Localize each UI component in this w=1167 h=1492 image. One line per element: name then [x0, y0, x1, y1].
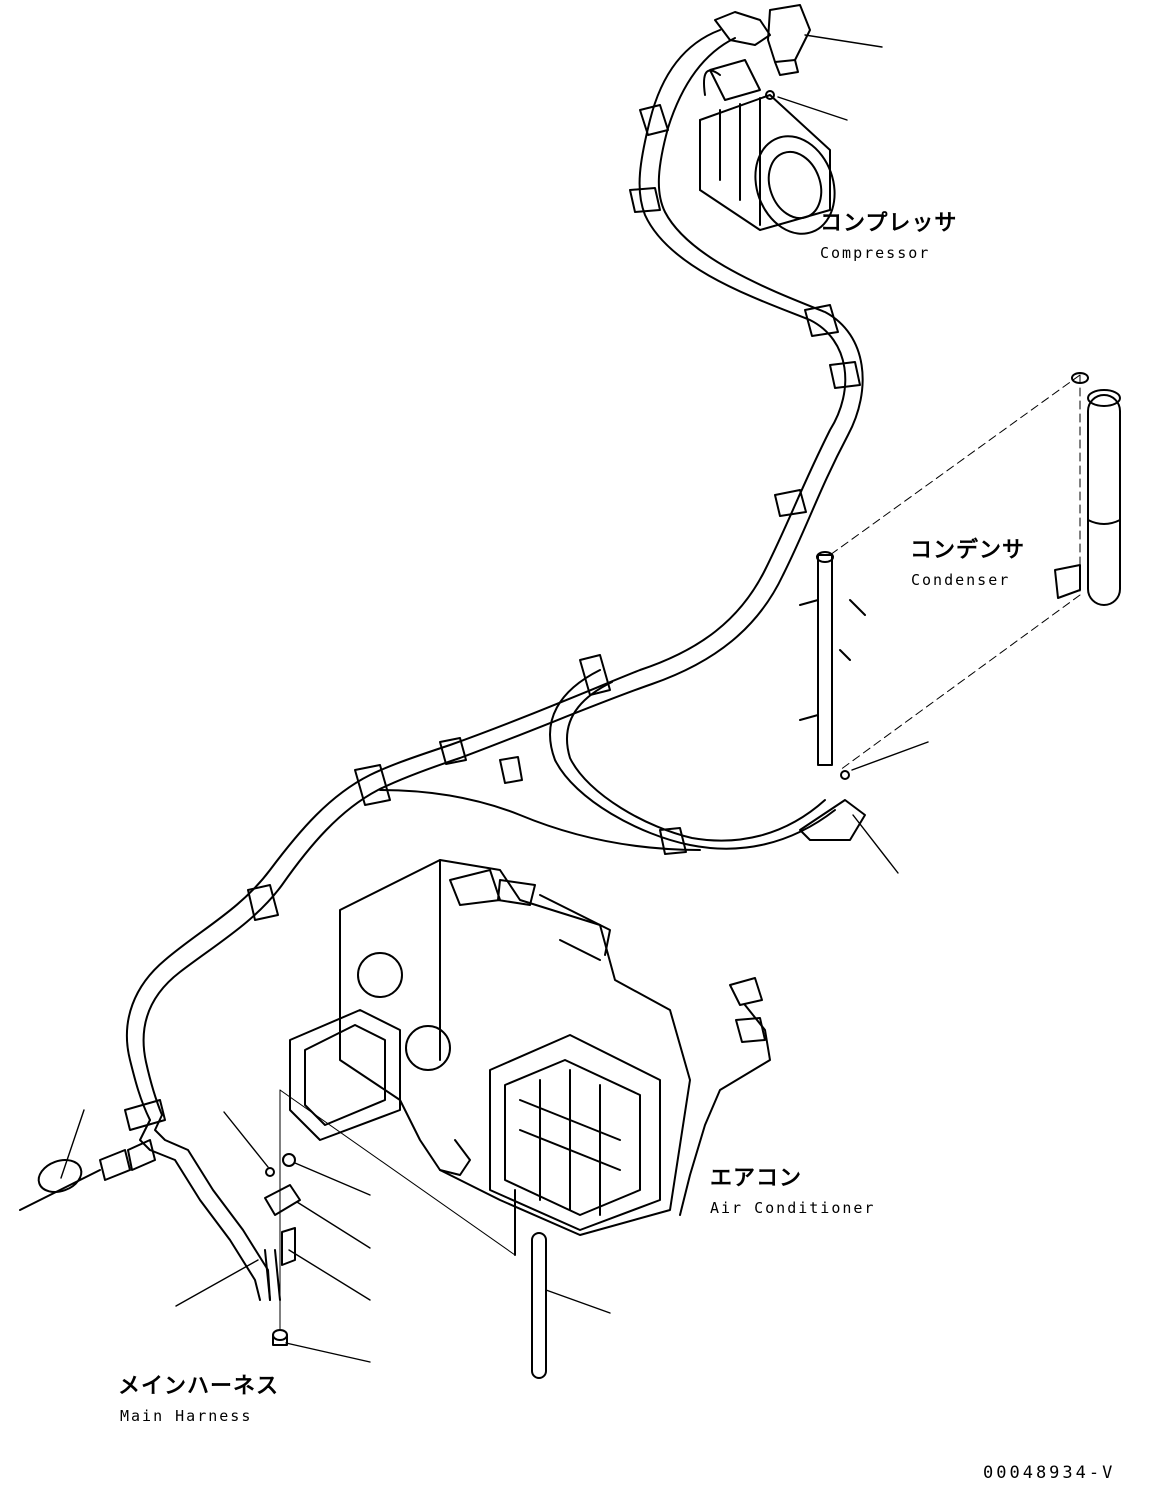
drawing-number: 00048934-V [983, 1463, 1116, 1483]
condenser-label-jp: コンデンサ [910, 538, 1026, 563]
air-conditioner-label-en: Air Conditioner [710, 1199, 876, 1217]
air-conditioner-unit [289, 859, 691, 1236]
small-parts [264, 1153, 301, 1346]
compressor-label-en: Compressor [820, 244, 931, 262]
condenser-connector [799, 770, 866, 841]
main-harness-lower [19, 1099, 271, 1301]
ac-side-connector [679, 977, 771, 1216]
compressor-hose-fitting [714, 4, 811, 100]
main-harness-label-en: Main Harness [120, 1407, 253, 1425]
harness-hose [125, 29, 864, 1121]
drain-hose [514, 1189, 547, 1379]
leader-lines [60, 34, 929, 1363]
main-harness-label-jp: メインハーネス [118, 1374, 280, 1399]
bracket-guide-lines [279, 1089, 516, 1331]
air-conditioner-label-jp: エアコン [710, 1166, 803, 1191]
condenser-illustration [799, 372, 1121, 771]
condenser-label-en: Condenser [911, 571, 1011, 589]
compressor-illustration [699, 59, 836, 235]
compressor-label-jp: コンプレッサ [820, 211, 958, 236]
